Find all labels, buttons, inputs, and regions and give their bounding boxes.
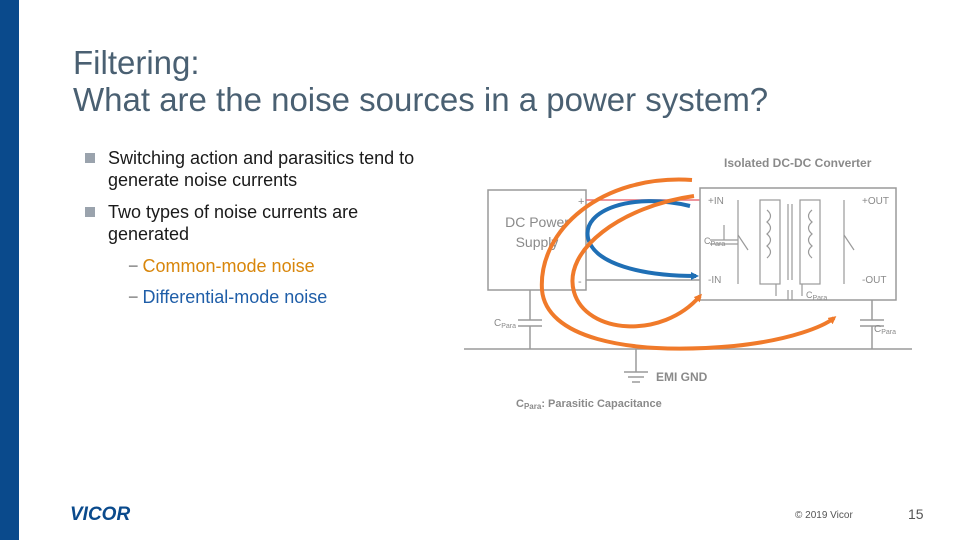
bullet-square-icon [85, 207, 95, 217]
differential-mode-loop [585, 199, 699, 280]
supply-label-line2: Supply [516, 234, 559, 250]
vicor-logo: VICOR [70, 504, 130, 524]
dash-icon: − [128, 256, 139, 276]
left-accent-bar [0, 0, 19, 540]
noise-diagram: Isolated DC-DC Converter DC Power Supply… [464, 156, 912, 411]
page-number: 15 [908, 506, 924, 522]
title-line-1: Filtering: [73, 44, 200, 81]
out-pos-label: +OUT [862, 196, 889, 207]
common-mode-loop-outer [539, 177, 837, 351]
in-pos-label: +IN [708, 196, 724, 207]
slide-title: Filtering: What are the noise sources in… [73, 44, 893, 118]
out-neg-label: -OUT [862, 275, 886, 286]
converter-internals [710, 199, 855, 300]
converter-title: Isolated DC-DC Converter [724, 156, 872, 170]
bullet-text: Two types of noise currents are generate… [108, 202, 359, 244]
supply-minus-label: - [578, 276, 582, 288]
logo-text: VICOR [70, 504, 130, 524]
supply-plus-label: + [578, 196, 584, 208]
sub-bullet-differential-mode: −Differential-mode noise [128, 286, 327, 308]
ground-wiring [464, 290, 912, 383]
dc-power-supply-box [487, 189, 587, 291]
in-neg-label: -IN [708, 275, 721, 286]
cpara-right-label: CPara [874, 324, 896, 336]
cpara-bottom-label: CPara [806, 290, 827, 302]
bullet-text: Switching action and parasitics tend to … [108, 148, 415, 190]
emi-gnd-label: EMI GND [656, 370, 708, 384]
bullet-square-icon [85, 153, 95, 163]
dash-icon: − [128, 287, 139, 307]
cpara-left-label: CPara [494, 318, 516, 330]
common-mode-label: Common-mode noise [142, 256, 315, 276]
sub-bullet-common-mode: −Common-mode noise [128, 255, 315, 277]
copyright: © 2019 Vicor [795, 510, 853, 521]
title-line-2: What are the noise sources in a power sy… [73, 81, 769, 118]
cpara-internal-label: CPara [704, 236, 725, 248]
common-mode-loop-inner [570, 194, 702, 329]
differential-mode-label: Differential-mode noise [142, 287, 328, 307]
parasitic-legend: CPara: Parasitic Capacitance [516, 398, 662, 411]
converter-box [699, 187, 897, 301]
supply-label-line1: DC Power [505, 214, 569, 230]
